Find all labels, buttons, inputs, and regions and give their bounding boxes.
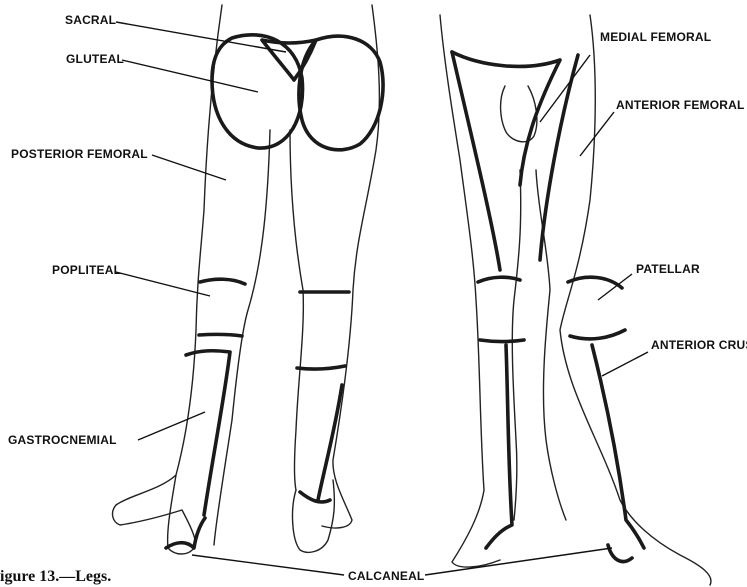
labels: SACRAL GLUTEAL POSTERIOR FEMORAL POPLITE…: [8, 13, 747, 583]
patellar-region-right: [568, 277, 622, 288]
calcaneal-region-left: [166, 518, 205, 548]
label-patellar: PATELLAR: [636, 262, 700, 276]
posterior-inner-right-outline: [290, 130, 303, 490]
leader-anterior-crus: [602, 352, 648, 376]
leader-gastrocnemial: [138, 412, 205, 440]
patellar-region-left-lower: [480, 340, 524, 342]
label-anterior-crus: ANTERIOR CRUS: [651, 338, 747, 352]
label-calcaneal: CALCANEAL: [348, 569, 424, 583]
anterior-crus-region-right: [592, 345, 644, 548]
label-medial-femoral: MEDIAL FEMORAL: [600, 30, 711, 44]
popliteal-region-left-lower: [199, 334, 242, 336]
label-posterior-femoral: POSTERIOR FEMORAL: [11, 147, 148, 161]
anterior-crus-region-left: [486, 345, 512, 548]
label-popliteal: POPLITEAL: [52, 263, 121, 277]
leader-anterior-femoral: [580, 112, 614, 156]
leader-posterior-femoral: [152, 155, 226, 180]
leader-popliteal: [116, 272, 210, 296]
patellar-region-left: [478, 277, 520, 282]
label-anterior-femoral: ANTERIOR FEMORAL: [616, 98, 745, 112]
sacral-region: [262, 40, 316, 80]
medial-femoral-region-left: [452, 52, 500, 270]
posterior-left-leg-outline: [113, 5, 222, 548]
leader-gluteal: [122, 60, 258, 92]
label-gastrocnemial: GASTROCNEMIAL: [8, 433, 117, 447]
label-gluteal: GLUTEAL: [66, 52, 124, 66]
leader-calcaneal-left: [192, 555, 344, 575]
anterior-left-leg-outline: [440, 15, 500, 567]
anterior-femoral-region: [540, 55, 578, 260]
calcaneal-region-right: [300, 492, 330, 502]
gastrocnemial-region-right: [318, 385, 342, 500]
patellar-region-right-lower: [570, 330, 625, 339]
anterior-inner-left-outline: [512, 170, 520, 520]
label-sacral: SACRAL: [65, 13, 116, 27]
figure-caption: igure 13.—Legs.: [0, 568, 111, 585]
posterior-view: [113, 5, 384, 554]
popliteal-region-left: [200, 279, 245, 284]
popliteal-region-right-lower: [297, 366, 345, 369]
